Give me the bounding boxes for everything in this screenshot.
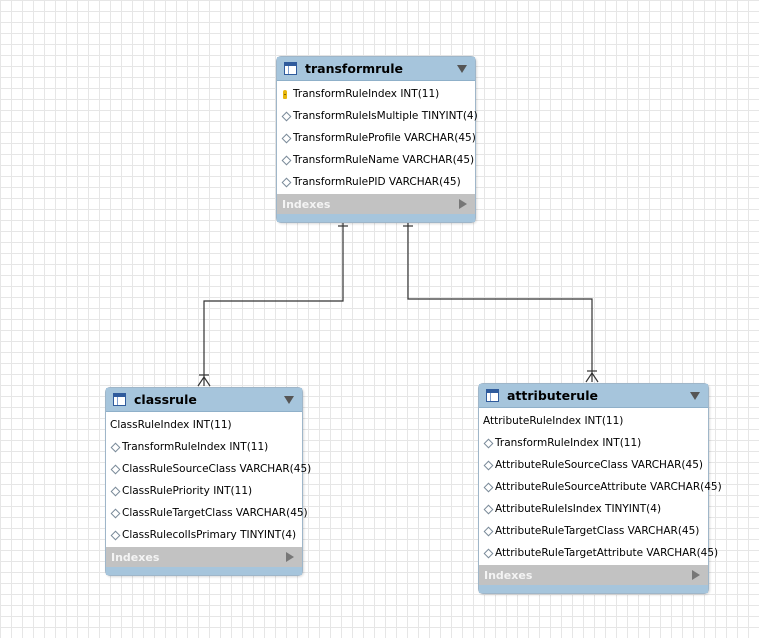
column-diamond-icon xyxy=(281,111,293,121)
column-label: ClassRulePriority INT(11) xyxy=(122,485,253,497)
table-title: attributerule xyxy=(507,388,598,403)
column-row[interactable]: AttributeRuleIsIndex TINYINT(4) xyxy=(479,498,708,520)
table-footer xyxy=(106,567,302,575)
table-title: classrule xyxy=(134,392,197,407)
column-list: TransformRuleIndex INT(11) TransformRule… xyxy=(277,81,478,194)
column-row[interactable]: TransformRuleProfile VARCHAR(45) xyxy=(277,127,476,149)
column-diamond-icon xyxy=(110,530,122,540)
column-label: AttributeRuleIsIndex TINYINT(4) xyxy=(495,503,662,515)
column-diamond-icon xyxy=(281,155,293,165)
table-icon xyxy=(284,62,297,75)
column-diamond-icon xyxy=(281,133,293,143)
column-row[interactable]: ClassRuleIndex INT(11) xyxy=(106,414,302,436)
column-label: ClassRulecolIsPrimary TINYINT(4) xyxy=(122,529,297,541)
column-row[interactable]: TransformRuleIndex INT(11) xyxy=(277,83,475,105)
column-diamond-icon xyxy=(483,438,495,448)
column-label: AttributeRuleIndex INT(11) xyxy=(483,415,624,427)
column-row[interactable]: TransformRuleIsMultiple TINYINT(4) xyxy=(277,105,478,127)
indexes-section[interactable]: Indexes xyxy=(106,547,302,567)
column-diamond-icon xyxy=(110,464,122,474)
column-row[interactable]: TransformRuleIndex INT(11) xyxy=(479,432,708,454)
indexes-label: Indexes xyxy=(484,568,533,582)
relationship-line-transformrule-attributerule xyxy=(407,217,593,382)
column-label: TransformRuleName VARCHAR(45) xyxy=(293,154,475,166)
column-row[interactable]: AttributeRuleSourceAttribute VARCHAR(45) xyxy=(479,476,722,498)
column-label: ClassRuleTargetClass VARCHAR(45) xyxy=(122,507,308,519)
column-row[interactable]: TransformRuleName VARCHAR(45) xyxy=(277,149,475,171)
indexes-label: Indexes xyxy=(111,550,160,564)
column-diamond-icon xyxy=(281,177,293,187)
column-label: AttributeRuleTargetAttribute VARCHAR(45) xyxy=(495,547,719,559)
column-row[interactable]: AttributeRuleIndex INT(11) xyxy=(479,410,708,432)
table-attributerule[interactable]: attributerule AttributeRuleIndex INT(11)… xyxy=(478,383,722,594)
expand-indexes-icon[interactable] xyxy=(459,199,467,209)
indexes-section[interactable]: Indexes xyxy=(479,565,708,585)
column-label: ClassRuleIndex INT(11) xyxy=(110,419,232,431)
column-row[interactable]: ClassRuleSourceClass VARCHAR(45) xyxy=(106,458,311,480)
column-row[interactable]: AttributeRuleTargetClass VARCHAR(45) xyxy=(479,520,708,542)
column-row[interactable]: TransformRuleIndex INT(11) xyxy=(106,436,302,458)
column-label: TransformRulePID VARCHAR(45) xyxy=(293,176,461,188)
table-classrule[interactable]: classrule ClassRuleIndex INT(11) Transfo… xyxy=(105,387,311,576)
collapse-toggle-icon[interactable] xyxy=(284,396,294,404)
column-row[interactable]: ClassRulecolIsPrimary TINYINT(4) xyxy=(106,524,302,546)
column-diamond-icon xyxy=(483,460,495,470)
collapse-toggle-icon[interactable] xyxy=(690,392,700,400)
column-diamond-icon xyxy=(483,504,495,514)
table-header[interactable]: classrule xyxy=(106,388,302,412)
indexes-section[interactable]: Indexes xyxy=(277,194,475,214)
expand-indexes-icon[interactable] xyxy=(692,570,700,580)
relationship-line-transformrule-classrule xyxy=(203,217,344,386)
indexes-label: Indexes xyxy=(282,197,331,211)
table-icon xyxy=(113,393,126,406)
column-list: ClassRuleIndex INT(11) TransformRuleInde… xyxy=(106,412,311,547)
crowfoot-attributerule xyxy=(585,371,599,383)
expand-indexes-icon[interactable] xyxy=(286,552,294,562)
column-diamond-icon xyxy=(110,442,122,452)
column-row[interactable]: TransformRulePID VARCHAR(45) xyxy=(277,171,475,193)
column-label: AttributeRuleTargetClass VARCHAR(45) xyxy=(495,525,700,537)
table-title: transformrule xyxy=(305,61,403,76)
column-label: TransformRuleIndex INT(11) xyxy=(293,88,440,100)
column-diamond-icon xyxy=(110,486,122,496)
column-diamond-icon xyxy=(483,526,495,536)
column-row[interactable]: AttributeRuleTargetAttribute VARCHAR(45) xyxy=(479,542,718,564)
collapse-toggle-icon[interactable] xyxy=(457,65,467,73)
column-label: ClassRuleSourceClass VARCHAR(45) xyxy=(122,463,312,475)
column-diamond-icon xyxy=(483,548,495,558)
table-header[interactable]: transformrule xyxy=(277,57,475,81)
table-icon xyxy=(486,389,499,402)
column-list: AttributeRuleIndex INT(11) TransformRule… xyxy=(479,408,722,565)
crowfoot-classrule xyxy=(197,375,211,387)
column-label: AttributeRuleSourceAttribute VARCHAR(45) xyxy=(495,481,722,493)
column-label: TransformRuleIndex INT(11) xyxy=(122,441,269,453)
column-label: AttributeRuleSourceClass VARCHAR(45) xyxy=(495,459,703,471)
column-label: TransformRuleProfile VARCHAR(45) xyxy=(293,132,476,144)
table-header[interactable]: attributerule xyxy=(479,384,708,408)
column-row[interactable]: ClassRulePriority INT(11) xyxy=(106,480,302,502)
column-row[interactable]: ClassRuleTargetClass VARCHAR(45) xyxy=(106,502,308,524)
column-label: TransformRuleIsMultiple TINYINT(4) xyxy=(293,110,478,122)
column-diamond-icon xyxy=(110,508,122,518)
table-transformrule[interactable]: transformrule TransformRuleIndex INT(11)… xyxy=(276,56,478,223)
column-diamond-icon xyxy=(483,482,495,492)
table-footer xyxy=(479,585,708,593)
column-row[interactable]: AttributeRuleSourceClass VARCHAR(45) xyxy=(479,454,708,476)
primary-key-icon xyxy=(281,89,293,99)
table-footer xyxy=(277,214,475,222)
column-label: TransformRuleIndex INT(11) xyxy=(495,437,642,449)
